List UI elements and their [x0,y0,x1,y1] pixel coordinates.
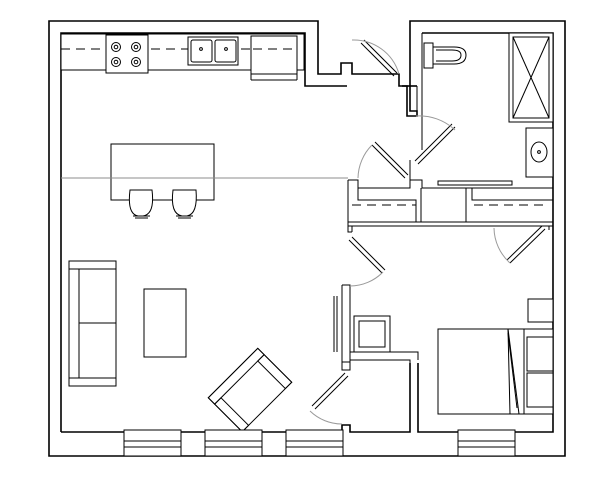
interior-walls [341,33,554,432]
window [123,429,182,457]
stove-cooktop [105,34,149,74]
window [457,429,516,457]
bedroom-door [348,236,386,287]
shower [508,32,554,123]
bathroom-door [414,115,456,165]
coffee-table [143,288,187,358]
closet-door [357,141,409,179]
refrigerator [250,35,298,81]
closet-shelf [352,180,549,206]
hanging-rod [333,296,338,352]
bathroom-sink [525,127,554,178]
bar-stool [128,189,154,219]
closet-door [493,225,546,264]
window [204,429,263,457]
armchair [207,347,293,433]
nightstand-chair [353,315,391,353]
entry-door [351,39,400,77]
bar-stool [171,189,197,219]
window [285,429,344,457]
nightstand [527,298,554,323]
sofa [68,260,117,387]
kitchen-island [61,143,348,201]
bed [437,328,554,415]
kitchen-sink [187,36,239,66]
closet-door [309,372,349,425]
toilet [423,42,467,69]
